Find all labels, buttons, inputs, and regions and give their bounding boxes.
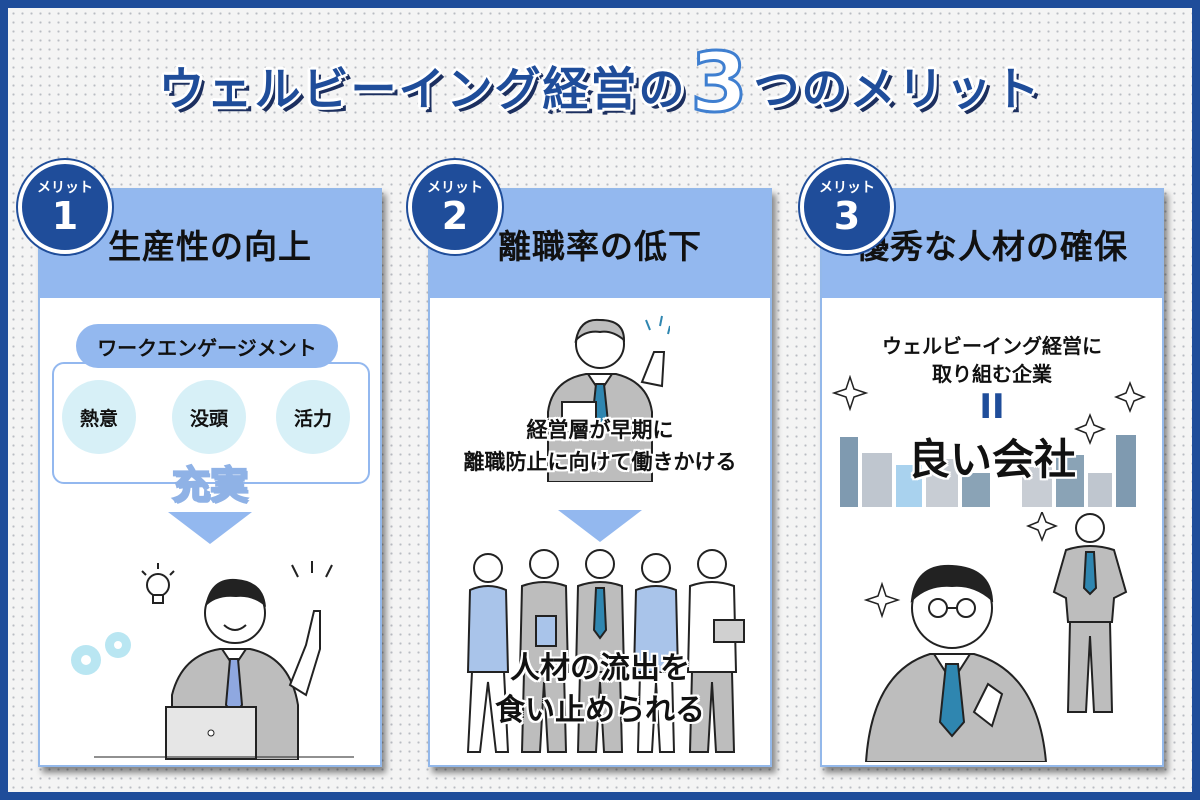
title-prefix: ウェルビーイング経営の <box>158 62 687 116</box>
building-icon <box>840 435 1136 507</box>
lightbulb-icon <box>146 573 170 604</box>
card-2-description-line-1: 経営層が早期に <box>526 418 674 442</box>
title-suffix: つのメリット <box>753 62 1042 116</box>
card-2-result: 人材の流出を 食い止められる <box>430 648 770 732</box>
merit-card-3: 優秀な人材の確保 ウェルビーイング経営に 取り組む企業 II 良い会社 <box>800 160 1164 767</box>
gear-icon <box>71 632 131 675</box>
title-number: 3 <box>689 35 750 133</box>
circle-passion: 熱意 <box>62 380 136 454</box>
good-company-text: 良い会社 <box>907 435 1076 484</box>
working-man-illustration <box>71 561 354 760</box>
page-title: ウェルビーイング経営の3つのメリット <box>0 35 1200 133</box>
card-3-description-line-1: ウェルビーイング経営に <box>882 334 1102 358</box>
fulfillment-text: 充実 <box>171 462 249 508</box>
laptop-icon <box>165 706 257 760</box>
circle-vigor: 活力 <box>276 380 350 454</box>
engagement-label: ワークエンゲージメント <box>76 324 338 368</box>
card-3-heading: 優秀な人材の確保 <box>822 190 1162 298</box>
badge-2-number: 2 <box>441 194 469 238</box>
merit-badge-1: メリット 1 <box>18 160 112 254</box>
merit-badge-3: メリット 3 <box>800 160 894 254</box>
executive-illustration <box>547 315 670 482</box>
confident-businessmen-illustration <box>863 512 1128 762</box>
badge-3-number: 3 <box>833 194 861 238</box>
badge-1-label: メリット <box>37 180 93 196</box>
merit-badge-2: メリット 2 <box>408 160 502 254</box>
merit-card-2: 離職率の低下 経営層が早期に 離職防止に向けて働きかける <box>408 160 772 767</box>
merit-card-1: 生産性の向上 ワークエンゲージメント 熱意 没頭 活力 充実 <box>18 160 382 767</box>
card-2-result-line-1: 人材の流出を <box>510 651 690 686</box>
card-2-result-line-2: 食い止められる <box>495 693 705 728</box>
card-1-heading: 生産性の向上 <box>40 190 380 298</box>
down-arrow-2 <box>558 510 642 542</box>
down-arrow-1 <box>168 512 252 544</box>
card-2-description-line-2: 離職防止に向けて働きかける <box>463 450 737 474</box>
card-2-description: 経営層が早期に 離職防止に向けて働きかける <box>430 414 770 478</box>
badge-1-number: 1 <box>51 194 79 238</box>
card-3-description-line-2: 取り組む企業 <box>932 362 1052 386</box>
employees-group-illustration <box>466 549 745 753</box>
circle-absorption: 没頭 <box>172 380 246 454</box>
equals-sign: II <box>979 387 1005 427</box>
sparkle-icon <box>831 375 1147 446</box>
badge-2-label: メリット <box>427 180 483 196</box>
badge-3-label: メリット <box>819 180 875 196</box>
card-3-description: ウェルビーイング経営に 取り組む企業 <box>822 332 1162 388</box>
city-skyline-illustration <box>831 375 1147 507</box>
